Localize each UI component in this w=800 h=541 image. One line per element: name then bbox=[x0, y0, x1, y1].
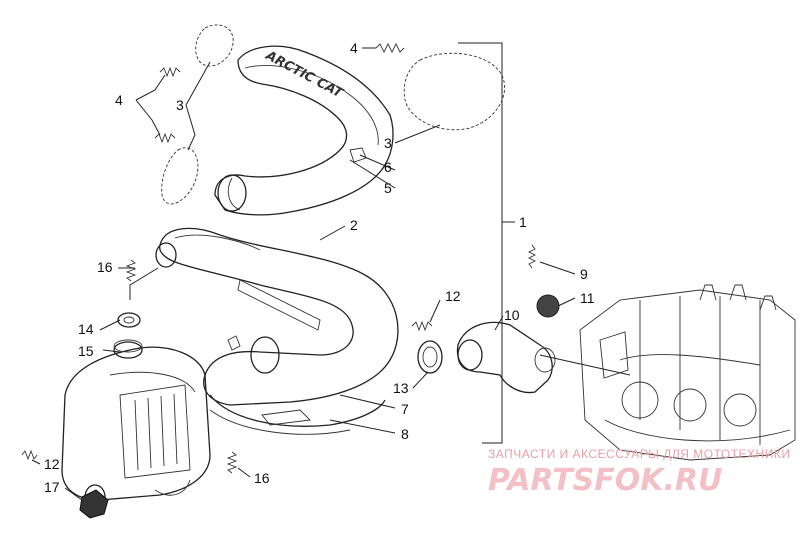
watermark: ЗАПЧАСТИ И АКСЕССУАРЫ ДЛЯ МОТОТЕХНИКИ PA… bbox=[488, 447, 790, 498]
callout-6: 6 bbox=[384, 159, 392, 175]
callout-4-left: 4 bbox=[115, 92, 123, 108]
callout-12-bottom: 12 bbox=[44, 456, 60, 472]
callout-12-top: 12 bbox=[445, 288, 461, 304]
callout-17: 17 bbox=[44, 479, 60, 495]
callout-5: 5 bbox=[384, 180, 392, 196]
spring-16-upper bbox=[125, 259, 137, 282]
callout-3-left: 3 bbox=[176, 97, 184, 113]
callout-3-right: 3 bbox=[384, 135, 392, 151]
spring-12-upper bbox=[411, 320, 433, 332]
callout-10: 10 bbox=[504, 307, 520, 323]
spring-16-lower bbox=[226, 451, 238, 474]
callout-14: 14 bbox=[78, 321, 94, 337]
watermark-tagline: ЗАПЧАСТИ И АКСЕССУАРЫ ДЛЯ МОТОТЕХНИКИ bbox=[488, 447, 790, 461]
shield-brand-text: ARCTIC CAT bbox=[262, 48, 346, 102]
callout-11: 11 bbox=[580, 290, 595, 306]
expansion-chamber bbox=[155, 227, 399, 435]
callout-7: 7 bbox=[401, 401, 409, 417]
engine-block bbox=[579, 284, 796, 461]
callout-2: 2 bbox=[350, 217, 358, 233]
heat-shield: ARCTIC CAT bbox=[214, 45, 394, 216]
muffler bbox=[61, 339, 211, 510]
spring-4-left-upper bbox=[159, 66, 181, 78]
assembly-bracket-1 bbox=[458, 42, 515, 444]
watermark-logo: PARTSFOK.RU bbox=[488, 463, 722, 498]
gasket-11 bbox=[536, 294, 560, 318]
callout-1: 1 bbox=[519, 214, 527, 230]
callout-16-top: 16 bbox=[97, 259, 113, 275]
callout-4-top: 4 bbox=[350, 40, 358, 56]
spring-4-top bbox=[375, 42, 405, 54]
spring-12-lower bbox=[21, 449, 38, 461]
callout-13: 13 bbox=[393, 380, 409, 396]
chain-strap-upper-left bbox=[195, 24, 234, 67]
callout-15: 15 bbox=[78, 343, 94, 359]
leader-lines bbox=[31, 47, 631, 501]
grommet-17 bbox=[79, 489, 109, 519]
callout-16-bottom: 16 bbox=[254, 470, 270, 486]
callouts: 1 2 3 3 4 4 5 6 7 8 9 10 11 12 12 13 14 … bbox=[44, 40, 595, 495]
chain-strap-right bbox=[403, 52, 505, 131]
spring-4-left-lower bbox=[154, 132, 176, 144]
chain-strap-lower-left bbox=[161, 147, 199, 205]
callout-8: 8 bbox=[401, 426, 409, 442]
exhaust-manifold bbox=[456, 321, 556, 394]
gasket-ring-14 bbox=[117, 312, 141, 328]
spring-9 bbox=[527, 244, 537, 269]
callout-9: 9 bbox=[580, 266, 588, 282]
seal-ring-13 bbox=[417, 340, 443, 374]
